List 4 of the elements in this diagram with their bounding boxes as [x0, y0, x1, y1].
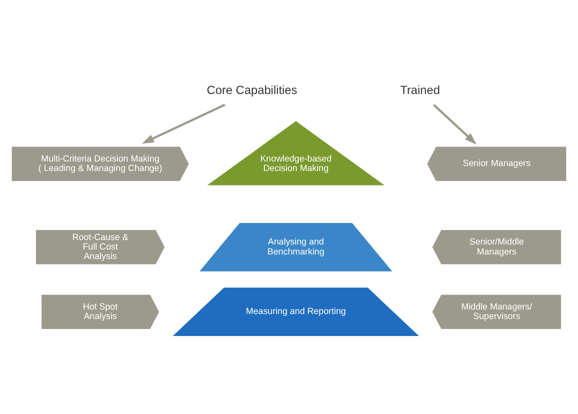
node-text: Trained	[400, 83, 440, 98]
node-text: Core Capabilities	[206, 83, 298, 98]
arrow	[142, 104, 226, 144]
arrow	[433, 104, 477, 144]
